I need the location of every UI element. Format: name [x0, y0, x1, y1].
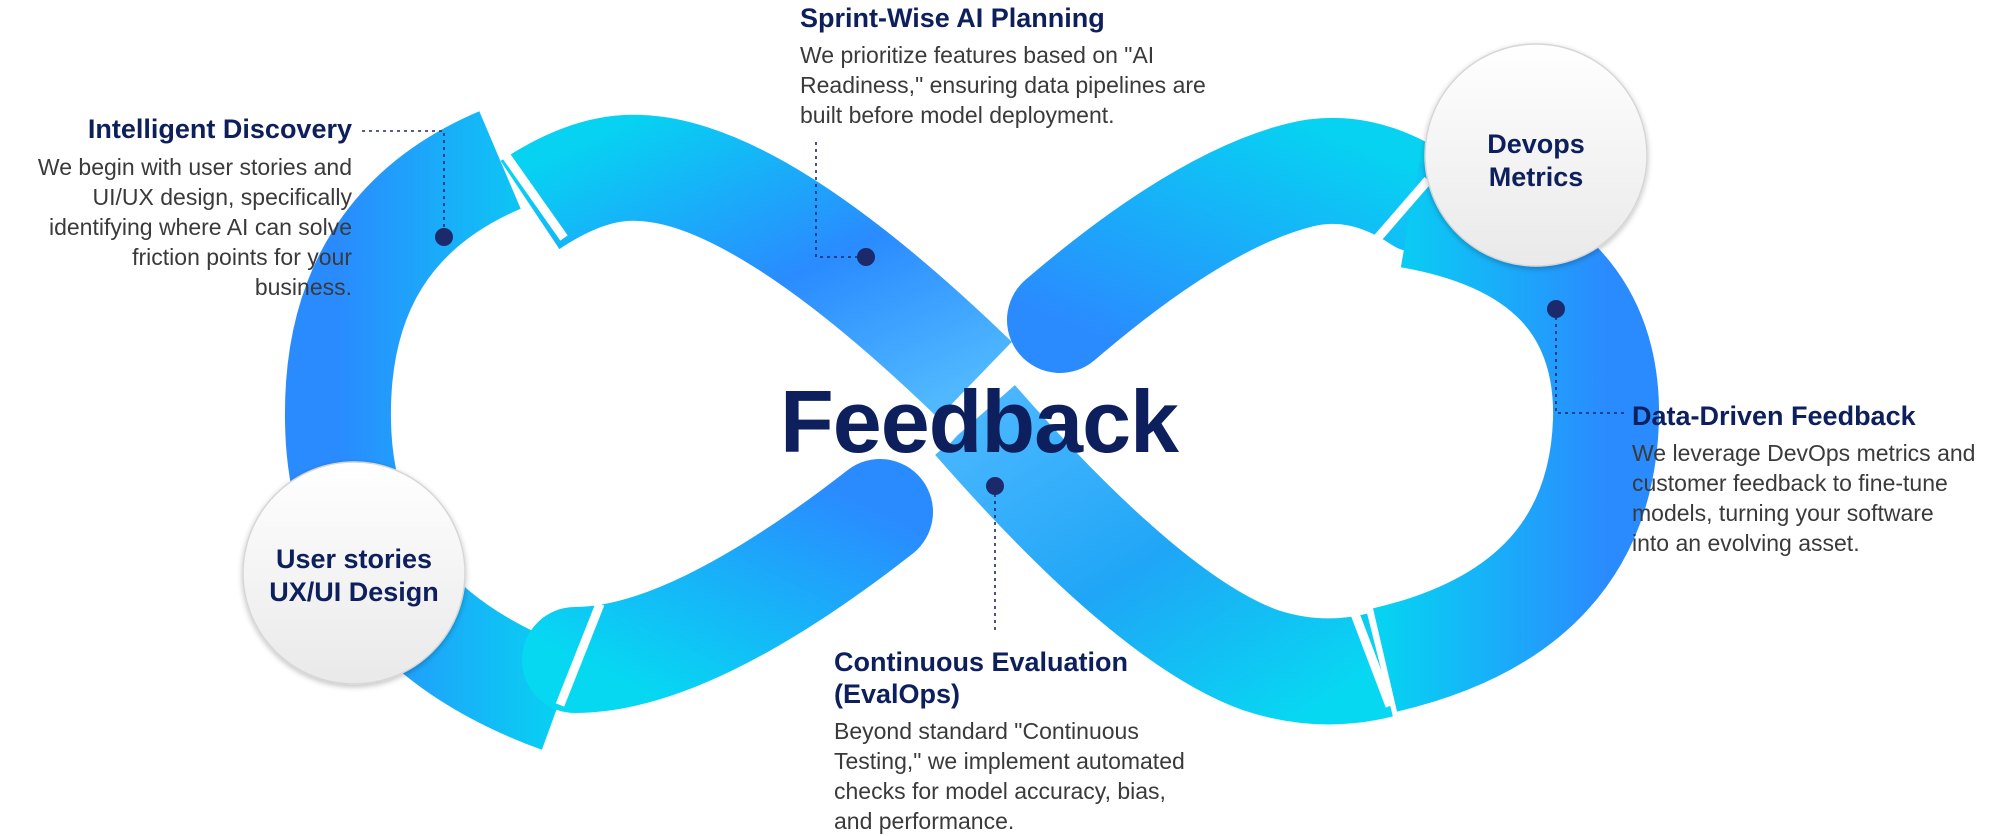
- intelligent-discovery-line: UI/UX design, specifically: [92, 184, 353, 210]
- gap-bottom-left: [555, 602, 605, 707]
- data-driven-text: We leverage DevOps metrics and customer …: [1632, 438, 2002, 558]
- loop-left-top-arc: [500, 114, 1012, 419]
- data-driven-line: models, turning your software: [1632, 500, 1934, 526]
- badge-devops-metrics-line2: Metrics: [1488, 162, 1584, 192]
- gap-top-right: [1372, 177, 1432, 243]
- gap-bottom-right: [1347, 604, 1395, 708]
- intelligent-discovery-line: business.: [254, 274, 352, 300]
- loop-right-top-arc: [1007, 117, 1473, 373]
- gap-center: [936, 368, 1012, 452]
- badge-user-stories-line1: User stories: [275, 544, 433, 574]
- badge-user-stories: [242, 461, 466, 685]
- continuous-eval-text: Beyond standard "Continuous Testing," we…: [834, 716, 1234, 836]
- connector-data-driven: [1555, 310, 1624, 414]
- continuous-eval-line: checks for model accuracy, bias,: [834, 778, 1166, 804]
- data-driven-line: We leverage DevOps metrics and: [1632, 440, 1976, 466]
- badge-devops-metrics-line1: Devops: [1487, 129, 1585, 159]
- sprint-wise-line: built before model deployment.: [800, 102, 1115, 128]
- sprint-wise-title: Sprint-Wise AI Planning: [800, 3, 1105, 33]
- data-driven-line: into an evolving asset.: [1632, 530, 1860, 556]
- intelligent-discovery-title: Intelligent Discovery: [87, 114, 352, 144]
- continuous-eval-title-line2: (EvalOps): [834, 679, 961, 709]
- loop-center-crossing-band: [935, 385, 1393, 725]
- loop-left-bottom-arc: [522, 459, 933, 713]
- marker-intelligent-discovery: [435, 228, 453, 246]
- intelligent-discovery-text: We begin with user stories and UI/UX des…: [0, 152, 352, 302]
- connector-sprint-wise: [815, 142, 864, 258]
- marker-continuous-eval: [986, 477, 1004, 495]
- data-driven-line: customer feedback to fine-tune: [1632, 470, 1948, 496]
- badge-devops-metrics: [1424, 43, 1648, 267]
- intelligent-discovery-line: We begin with user stories and: [37, 154, 352, 180]
- loop-right-outer-arc: [1372, 162, 1660, 712]
- badge-user-stories-label: User stories UX/UI Design: [234, 543, 474, 609]
- badge-devops-metrics-label: Devops Metrics: [1436, 128, 1636, 194]
- loop-left-outer-arc: [284, 111, 579, 750]
- gap-top-left: [498, 147, 568, 241]
- sprint-wise-line: We prioritize features based on "AI: [800, 42, 1155, 68]
- center-title-feedback: Feedback: [780, 372, 1179, 471]
- intelligent-discovery-line: identifying where AI can solve: [48, 214, 352, 240]
- continuous-eval-line: Testing," we implement automated: [834, 748, 1185, 774]
- sprint-wise-line: Readiness," ensuring data pipelines are: [800, 72, 1206, 98]
- intelligent-discovery-line: friction points for your: [132, 244, 352, 270]
- data-driven-title: Data-Driven Feedback: [1632, 401, 1916, 431]
- continuous-eval-title: Continuous Evaluation (EvalOps): [834, 646, 1234, 710]
- sprint-wise-text: We prioritize features based on "AI Read…: [800, 40, 1280, 130]
- marker-data-driven: [1547, 300, 1565, 318]
- marker-sprint-wise: [857, 248, 875, 266]
- continuous-eval-line: Beyond standard "Continuous: [834, 718, 1139, 744]
- continuous-eval-title-line1: Continuous Evaluation: [834, 647, 1128, 677]
- continuous-eval-line: and performance.: [834, 808, 1015, 834]
- badge-user-stories-line2: UX/UI Design: [269, 577, 439, 607]
